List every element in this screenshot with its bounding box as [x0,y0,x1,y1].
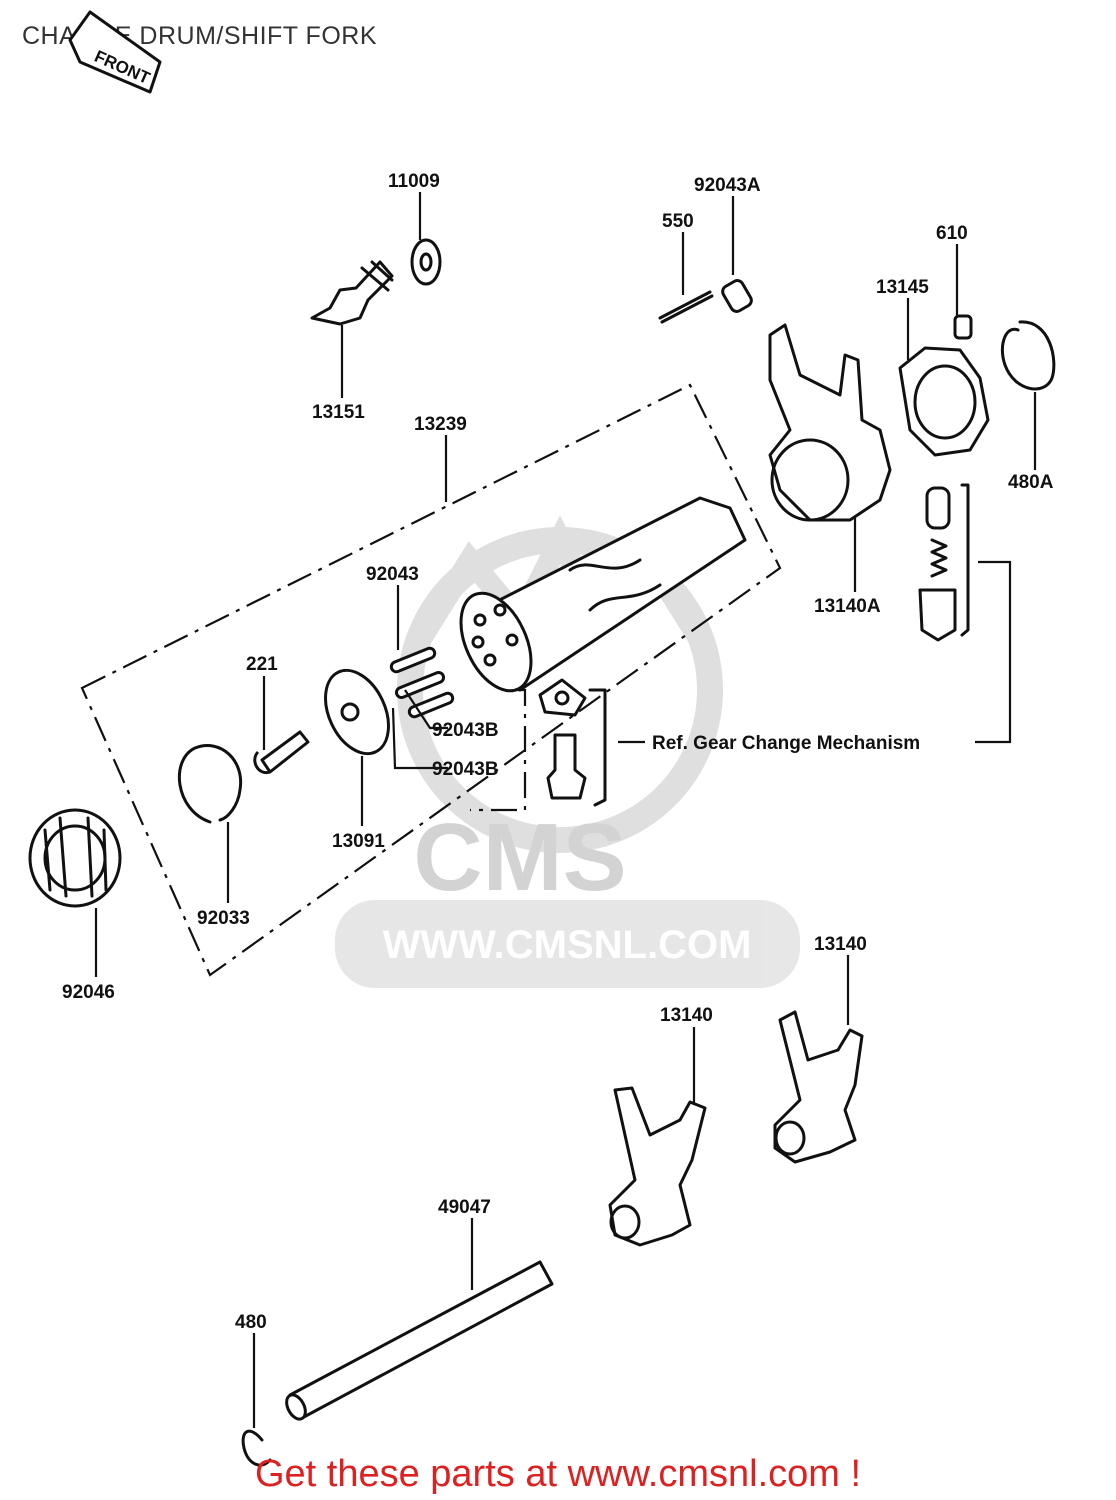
bearing-92046-icon [28,808,122,908]
label-49047: 49047 [438,1197,491,1218]
part-number-labels: 11009 13151 13239 92043A 550 610 13145 4… [62,171,1054,1333]
watermark-url: WWW.CMSNL.COM [383,923,752,967]
label-13091: 13091 [332,831,385,852]
label-92033: 92033 [197,908,250,929]
circlip-480a-icon [1000,320,1056,391]
label-13140-left: 13140 [660,1005,713,1026]
shift-fork-13140a-icon [768,323,892,522]
pins-92043-icon [389,646,455,719]
bolt-221-icon [253,730,310,775]
drum-assembly-frame [80,383,782,977]
part-610-icon [953,314,973,340]
ref-gear-change-parts-icon [538,678,587,800]
pin-92043a-icon [721,279,753,313]
footer-cta-link[interactable]: Get these parts at www.cmsnl.com ! [254,1453,862,1495]
pin-550-icon [658,290,714,324]
label-92043b-lower: 92043B [432,759,499,780]
label-480: 480 [235,1312,267,1333]
label-221: 221 [246,654,278,675]
washer-11009-icon [410,238,442,286]
leader-lines [94,192,1037,1428]
shift-fork-13140-right-icon [773,1010,864,1164]
label-550: 550 [662,211,694,232]
change-drum-13239-icon [459,496,747,693]
label-92043b-upper: 92043B [432,720,499,741]
label-13140a: 13140A [814,596,881,617]
front-arrow-icon: FRONT [68,10,162,94]
label-92043a: 92043A [694,175,761,196]
label-11009: 11009 [388,171,440,192]
label-13140-right: 13140 [814,934,867,955]
reference-label: Ref. Gear Change Mechanism [652,733,920,754]
watermark-brand: CMS [413,804,626,911]
label-13151: 13151 [312,402,365,423]
plate-13091-icon [324,668,390,756]
label-13145: 13145 [876,277,929,298]
shaft-49047-icon [285,1260,554,1421]
label-610: 610 [936,223,968,244]
shift-fork-13140-left-icon [608,1086,707,1247]
neutral-switch-13151-icon [310,260,394,326]
label-13239: 13239 [414,414,467,435]
circlip-92033-icon [178,744,243,824]
plate-13145-icon [898,346,990,457]
circlip-480-icon [241,1429,272,1467]
label-92043: 92043 [366,564,419,585]
label-480a: 480A [1008,472,1054,493]
label-92046: 92046 [62,982,115,1003]
detent-set-icon [918,483,970,642]
